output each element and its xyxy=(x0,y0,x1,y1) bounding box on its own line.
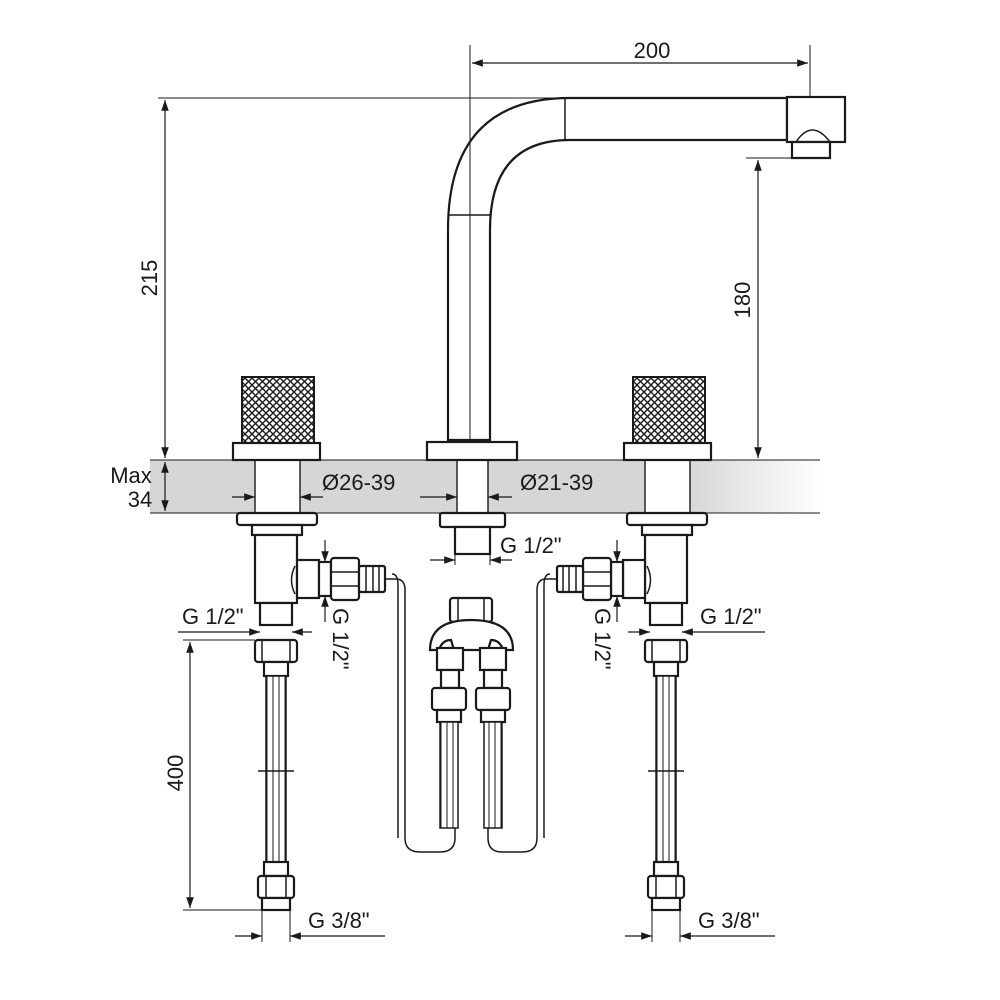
left-valve xyxy=(253,533,456,853)
mixing-connector xyxy=(428,596,515,829)
dimension-right-inlet-thread: G 1/2" xyxy=(628,604,765,636)
dimension-spout-reach: 200 xyxy=(469,38,811,440)
handle-diameter-label: Ø26-39 xyxy=(322,470,395,495)
dimension-right-valve-thread: G 1/2" xyxy=(590,540,621,670)
left-handle xyxy=(231,376,322,537)
total-height-label: 215 xyxy=(137,260,162,297)
right-valve xyxy=(487,533,689,853)
dimension-handle-diameter: Ø26-39 xyxy=(232,470,395,501)
max-label: Max xyxy=(110,463,152,488)
dimension-hose-length: 400 xyxy=(163,639,262,911)
left-hose xyxy=(253,638,299,912)
dimension-total-height: 215 xyxy=(137,97,787,461)
spout xyxy=(425,95,847,556)
countertop xyxy=(150,459,820,514)
dimension-left-hose-thread: G 3/8" xyxy=(235,908,385,942)
spout-diameter-label: Ø21-39 xyxy=(520,470,593,495)
spout-height-label: 180 xyxy=(730,282,755,319)
left-inlet-thread-label: G 1/2" xyxy=(182,604,244,629)
dimension-max-thickness: Max 34 xyxy=(110,462,233,514)
spout-reach-label: 200 xyxy=(634,38,671,63)
dimension-spout-thread: G 1/2" xyxy=(430,533,562,565)
dimension-left-valve-thread: G 1/2" xyxy=(321,540,353,670)
dimension-left-inlet-thread: G 1/2" xyxy=(178,604,312,636)
dimension-right-hose-thread: G 3/8" xyxy=(625,908,775,942)
left-valve-thread-label: G 1/2" xyxy=(328,608,353,670)
spout-thread-label: G 1/2" xyxy=(500,533,562,558)
right-hose-thread-label: G 3/8" xyxy=(698,908,760,933)
max-value-label: 34 xyxy=(128,487,152,512)
dimension-spout-height: 180 xyxy=(711,157,792,461)
right-inlet-thread-label: G 1/2" xyxy=(700,604,762,629)
dimension-spout-diameter: Ø21-39 xyxy=(420,470,593,501)
left-hose-thread-label: G 3/8" xyxy=(308,908,370,933)
right-valve-thread-label: G 1/2" xyxy=(590,608,615,670)
right-hose xyxy=(643,638,689,912)
hose-length-label: 400 xyxy=(163,755,188,792)
right-handle xyxy=(622,376,713,537)
